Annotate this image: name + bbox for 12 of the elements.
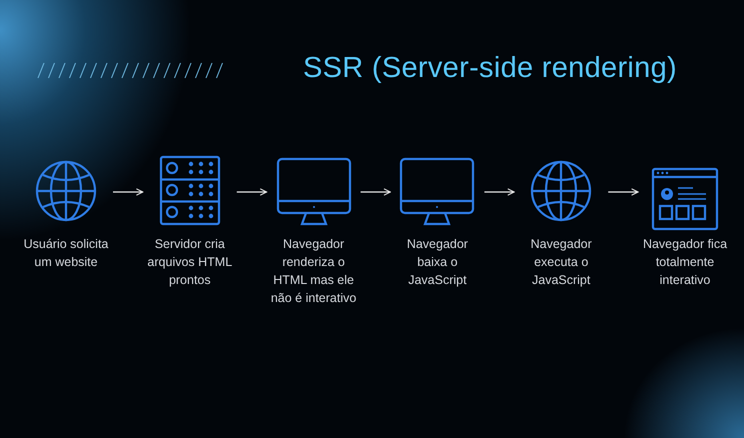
- step-label: Servidor cria arquivos HTML prontos: [146, 236, 234, 289]
- arrow: [113, 188, 144, 196]
- arrow: [484, 188, 515, 196]
- step-label: Navegador executa o JavaScript: [530, 236, 593, 289]
- step-label: Navegador baixa o JavaScript: [406, 236, 469, 289]
- title: SSR (Server-side rendering): [302, 52, 678, 85]
- arrow: [360, 188, 391, 196]
- arrow: [236, 188, 268, 196]
- arrow: [608, 188, 639, 196]
- step-label: Navegador renderiza o HTML mas ele não é interativo: [270, 236, 358, 307]
- step-label: Navegador fica totalmente interativo: [642, 236, 728, 289]
- step-label: Usuário solicita um website: [22, 236, 110, 271]
